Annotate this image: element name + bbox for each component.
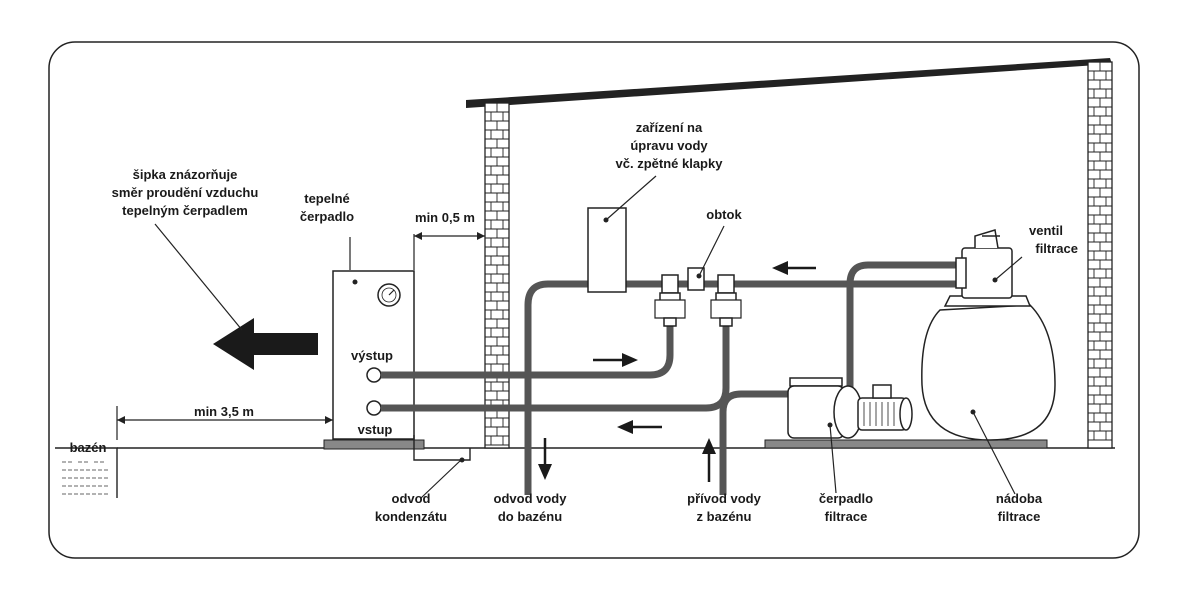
airflow-arrow-icon	[213, 318, 318, 370]
pipe-return-to-pool	[524, 280, 960, 495]
arrow-note-line-1: šipka znázorňuje	[133, 167, 238, 182]
equipment-base	[764, 439, 1048, 449]
roof	[466, 58, 1112, 108]
pipe-outlet	[381, 310, 674, 379]
dimension-min-35	[116, 406, 333, 440]
outlet-label: výstup	[351, 348, 393, 363]
pipe-valve-to-pump	[846, 261, 960, 388]
filtration-tank	[921, 295, 1056, 441]
bypass-valves	[654, 267, 742, 327]
leader-lines	[154, 175, 1023, 499]
heat-pump-label-1: tepelné	[304, 191, 350, 206]
outlet-port-icon	[366, 367, 382, 383]
filtration-pump	[787, 377, 913, 439]
bypass-label: obtok	[706, 207, 742, 222]
diagram-frame	[48, 41, 1140, 559]
right-brick-wall	[1087, 61, 1113, 449]
pipe-supply-from-pool	[719, 390, 830, 495]
condensate-label-2: kondenzátu	[375, 509, 447, 524]
heat-pump-base	[323, 439, 425, 450]
treatment-label-1: zařízení na	[636, 120, 703, 135]
inlet-label: vstup	[358, 422, 393, 437]
heat-pump-label-2: čerpadlo	[300, 209, 354, 224]
pipework	[381, 261, 960, 495]
min-05-label: min 0,5 m	[415, 210, 475, 225]
tank-label-1: nádoba	[996, 491, 1043, 506]
supply-label-2: z bazénu	[697, 509, 752, 524]
pump-label-1: čerpadlo	[819, 491, 873, 506]
dimension-min-05	[413, 232, 485, 270]
pump-label-2: filtrace	[825, 509, 868, 524]
treatment-label-2: úpravu vody	[630, 138, 708, 153]
filter-valve	[955, 229, 1013, 299]
drain-to-pool-label-1: odvod vody	[494, 491, 568, 506]
valve-label-2: filtrace	[1035, 241, 1078, 256]
indicator-dot-icon	[352, 279, 358, 285]
condensate-drain-pipe	[413, 435, 471, 461]
pool-label: bazén	[70, 440, 107, 455]
arrow-note-line-2: směr proudění vzduchu	[112, 185, 259, 200]
tank-label-2: filtrace	[998, 509, 1041, 524]
condensate-drain-point	[459, 457, 465, 463]
treatment-label-3: vč. zpětné klapky	[616, 156, 724, 171]
condensate-label-1: odvod	[392, 491, 431, 506]
supply-label-1: přívod vody	[687, 491, 761, 506]
arrow-note-line-3: tepelným čerpadlem	[122, 203, 248, 218]
left-brick-wall	[484, 102, 510, 449]
inlet-port-icon	[366, 400, 382, 416]
pool	[55, 447, 118, 498]
valve-label-1: ventil	[1029, 223, 1063, 238]
min-35-label: min 3,5 m	[194, 404, 254, 419]
flow-arrows	[538, 261, 816, 482]
drain-to-pool-label-2: do bazénu	[498, 509, 562, 524]
